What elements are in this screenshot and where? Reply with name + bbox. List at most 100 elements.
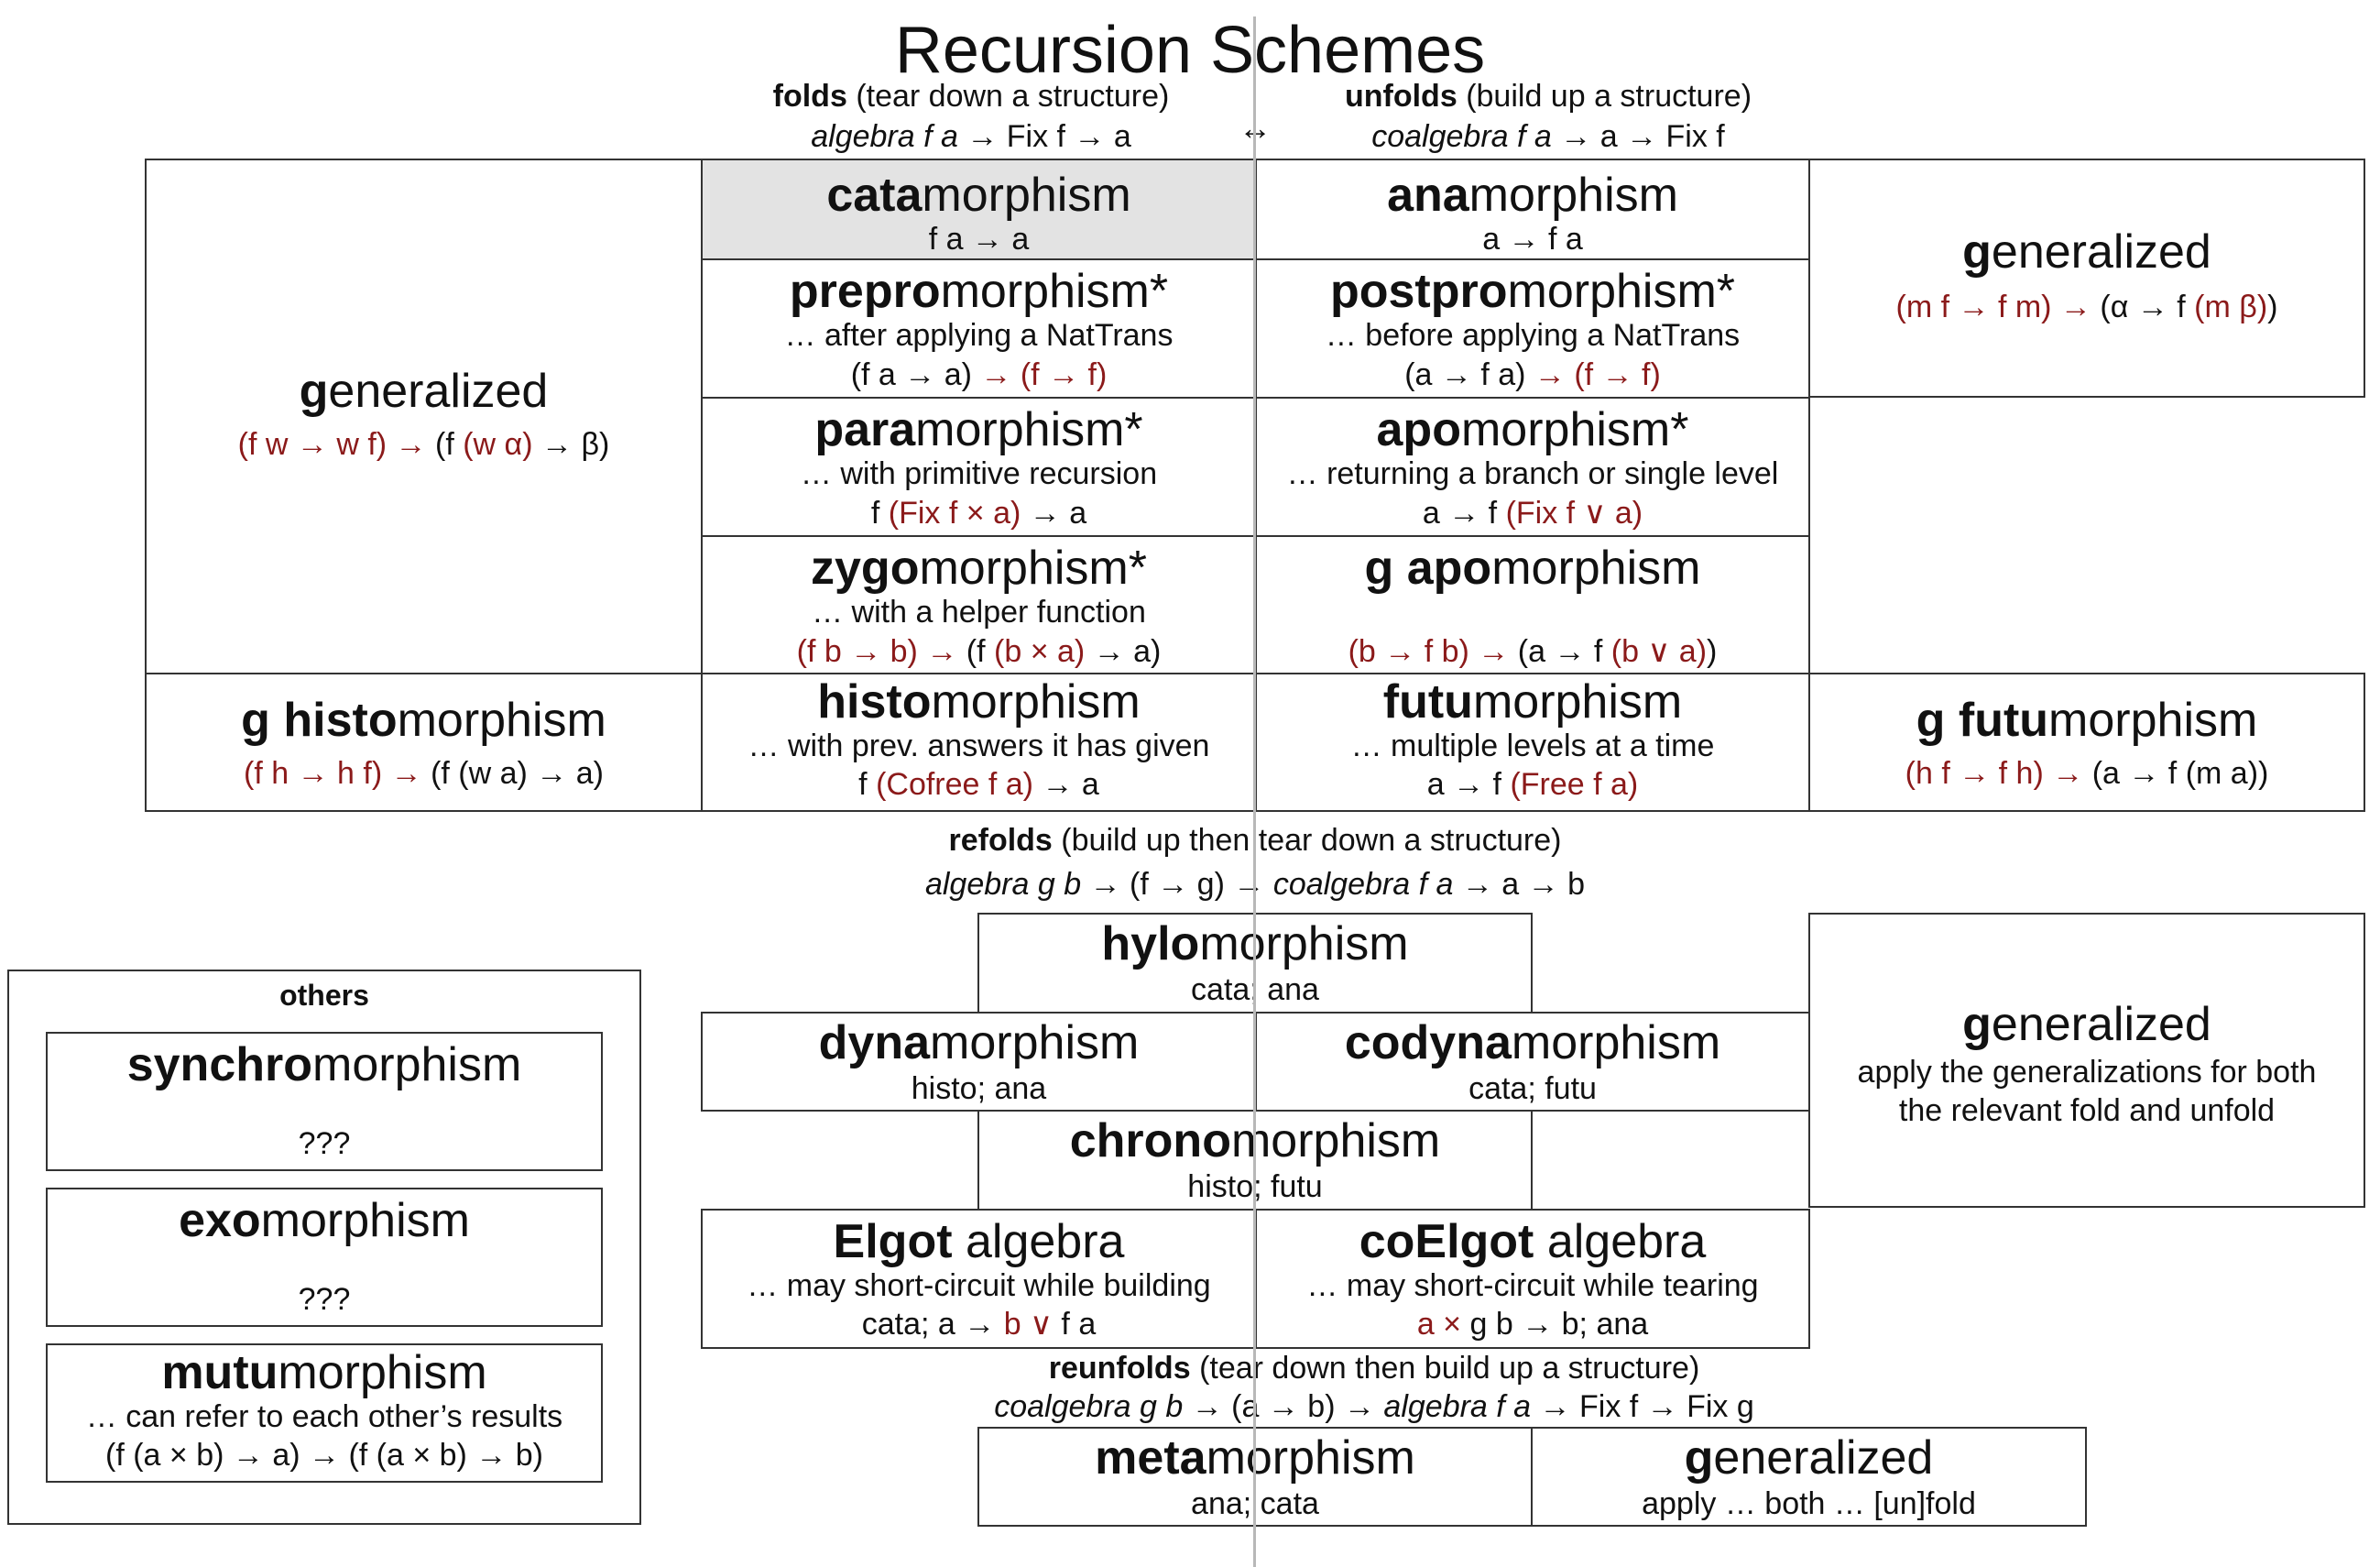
postpro-cell: postpromorphism* … before applying a Nat…: [1255, 258, 1810, 399]
gapo-signature: (b → f b) → (a → f (b ∨ a)): [1348, 634, 1718, 669]
histo-cell: histomorphism … with prev. answers it ha…: [701, 673, 1257, 812]
folds-label: folds: [772, 79, 847, 114]
generalized-refold-desc2: the relevant fold and unfold: [1898, 1093, 2276, 1128]
coelgot-desc: … may short-circuit while tearing: [1306, 1268, 1759, 1303]
hylo-title: hylomorphism: [1101, 917, 1409, 970]
prepro-cell: prepromorphism* … after applying a NatTr…: [701, 258, 1257, 399]
futu-signature: a → f (Free f a): [1426, 767, 1639, 802]
generalized-unfold-cell: generalized (m f → f m) → (α → f (m β)): [1808, 159, 2365, 398]
ana-title: anamorphism: [1387, 169, 1678, 222]
zygo-title: zygomorphism*: [811, 542, 1147, 595]
chrono-title: chronomorphism: [1069, 1114, 1441, 1167]
chrono-cell: chronomorphism histo; futu: [977, 1110, 1533, 1211]
histo-signature: f (Cofree f a) → a: [858, 767, 1099, 802]
apo-cell: apomorphism* … returning a branch or sin…: [1255, 397, 1810, 537]
cata-signature: f a → a: [928, 222, 1030, 257]
generalized-meta-signature: apply … both … [un]fold: [1642, 1486, 1976, 1521]
prepro-desc: … after applying a NatTrans: [784, 318, 1174, 353]
ghisto-signature: (f h → h f) → (f (w a) → a): [244, 756, 604, 791]
para-cell: paramorphism* … with primitive recursion…: [701, 397, 1257, 537]
unfolds-desc: (build up a structure): [1466, 79, 1752, 114]
exo-signature: ???: [298, 1282, 351, 1317]
others-label: others: [279, 979, 369, 1012]
generalized-fold-title: generalized: [299, 365, 549, 418]
dyna-title: dynamorphism: [818, 1016, 1140, 1069]
generalized-refold-cell: generalized apply the generalizations fo…: [1808, 913, 2365, 1208]
unfolds-sig-rest: → a → Fix f: [1560, 119, 1725, 154]
folds-algebra: algebra f a: [811, 119, 958, 154]
generalized-unfold-title: generalized: [1962, 225, 2211, 279]
dyna-cell: dynamorphism histo; ana: [701, 1012, 1257, 1112]
prepro-title: prepromorphism*: [789, 265, 1169, 318]
histo-desc: … with prev. answers it has given: [748, 729, 1210, 763]
gfutu-signature: (h f → f h) → (a → f (m a)): [1905, 756, 2269, 791]
exo-cell: exomorphism ???: [46, 1188, 603, 1327]
codyna-signature: cata; futu: [1468, 1071, 1597, 1106]
unfolds-signature: coalgebra f a → a → Fix f: [1264, 117, 1832, 156]
generalized-unfold-signature: (m f → f m) → (α → f (m β)): [1895, 290, 2278, 324]
postpro-desc: … before applying a NatTrans: [1325, 318, 1741, 353]
folds-desc: (tear down a structure): [856, 79, 1170, 114]
coelgot-title: coElgot algebra: [1359, 1215, 1707, 1268]
zygo-cell: zygomorphism* … with a helper function (…: [701, 535, 1257, 674]
reunfolds-signature: coalgebra g b → (a → b) → algebra f a → …: [994, 1389, 1754, 1424]
para-signature: f (Fix f × a) → a: [870, 496, 1087, 531]
folds-header: folds (tear down a structure): [696, 77, 1246, 115]
prepro-signature: (f a → a) → (f → f): [850, 357, 1108, 392]
generalized-meta-cell: generalized apply … both … [un]fold: [1531, 1427, 2087, 1527]
fold-unfold-divider: [1253, 16, 1256, 1567]
zygo-desc: … with a helper function: [812, 595, 1146, 630]
synchro-signature: ???: [298, 1126, 351, 1161]
coelgot-cell: coElgot algebra … may short-circuit whil…: [1255, 1209, 1810, 1349]
meta-title: metamorphism: [1095, 1431, 1415, 1485]
generalized-fold-cell: generalized (f w → w f) → (f (w α) → β): [145, 159, 703, 674]
reunfolds-header: reunfolds (tear down then build up a str…: [1048, 1351, 1700, 1386]
page-title: Recursion Schemes: [894, 14, 1486, 87]
mutu-desc: … can refer to each other’s results: [85, 1399, 563, 1434]
codyna-title: codynamorphism: [1344, 1016, 1721, 1069]
folds-sig-rest: → Fix f → a: [966, 119, 1131, 154]
zygo-signature: (f b → b) → (f (b × a) → a): [796, 634, 1162, 669]
others-panel: others synchromorphism ??? exomorphism ?…: [7, 970, 641, 1525]
generalized-meta-title: generalized: [1684, 1431, 1934, 1485]
mutu-title: mutumorphism: [161, 1346, 487, 1399]
apo-signature: a → f (Fix f ∨ a): [1422, 496, 1643, 531]
generalized-fold-signature: (f w → w f) → (f (w α) → β): [237, 427, 610, 462]
unfolds-label: unfolds: [1344, 79, 1457, 114]
synchro-cell: synchromorphism ???: [46, 1032, 603, 1171]
mutu-cell: mutumorphism … can refer to each other’s…: [46, 1343, 603, 1483]
para-desc: … with primitive recursion: [800, 456, 1158, 491]
dyna-signature: histo; ana: [911, 1071, 1047, 1106]
synchro-title: synchromorphism: [126, 1038, 522, 1091]
postpro-title: postpromorphism*: [1329, 265, 1736, 318]
ana-signature: a → f a: [1482, 222, 1583, 257]
cata-title: catamorphism: [826, 169, 1131, 222]
histo-title: histomorphism: [817, 675, 1141, 729]
apo-title: apomorphism*: [1376, 403, 1689, 456]
elgot-signature: cata; a → b ∨ f a: [861, 1307, 1097, 1342]
exo-title: exomorphism: [179, 1194, 470, 1247]
ghisto-cell: g histomorphism (f h → h f) → (f (w a) →…: [145, 673, 703, 812]
ana-cell: anamorphism a → f a: [1255, 159, 1810, 260]
coelgot-signature: a × g b → b; ana: [1416, 1307, 1649, 1342]
codyna-cell: codynamorphism cata; futu: [1255, 1012, 1810, 1112]
unfolds-coalgebra: coalgebra f a: [1371, 119, 1552, 154]
gapo-cell: g apomorphism (b → f b) → (a → f (b ∨ a)…: [1255, 535, 1810, 674]
folds-signature: algebra f a → Fix f → a: [696, 117, 1246, 156]
gfutu-cell: g futumorphism (h f → f h) → (a → f (m a…: [1808, 673, 2365, 812]
cata-cell: catamorphism f a → a: [701, 159, 1257, 260]
elgot-desc: … may short-circuit while building: [747, 1268, 1211, 1303]
futu-title: futumorphism: [1382, 675, 1683, 729]
futu-cell: futumorphism … multiple levels at a time…: [1255, 673, 1810, 812]
para-title: paramorphism*: [814, 403, 1143, 456]
refolds-header: refolds (build up then tear down a struc…: [948, 823, 1562, 858]
mutu-signature: (f (a × b) → a) → (f (a × b) → b): [105, 1438, 543, 1473]
unfolds-header: unfolds (build up a structure): [1264, 77, 1832, 115]
postpro-signature: (a → f a) → (f → f): [1404, 357, 1661, 392]
generalized-refold-title: generalized: [1962, 998, 2211, 1051]
ghisto-title: g histomorphism: [241, 694, 606, 747]
elgot-cell: Elgot algebra … may short-circuit while …: [701, 1209, 1257, 1349]
elgot-title: Elgot algebra: [833, 1215, 1125, 1268]
gfutu-title: g futumorphism: [1916, 694, 2258, 747]
apo-desc: … returning a branch or single level: [1286, 456, 1779, 491]
